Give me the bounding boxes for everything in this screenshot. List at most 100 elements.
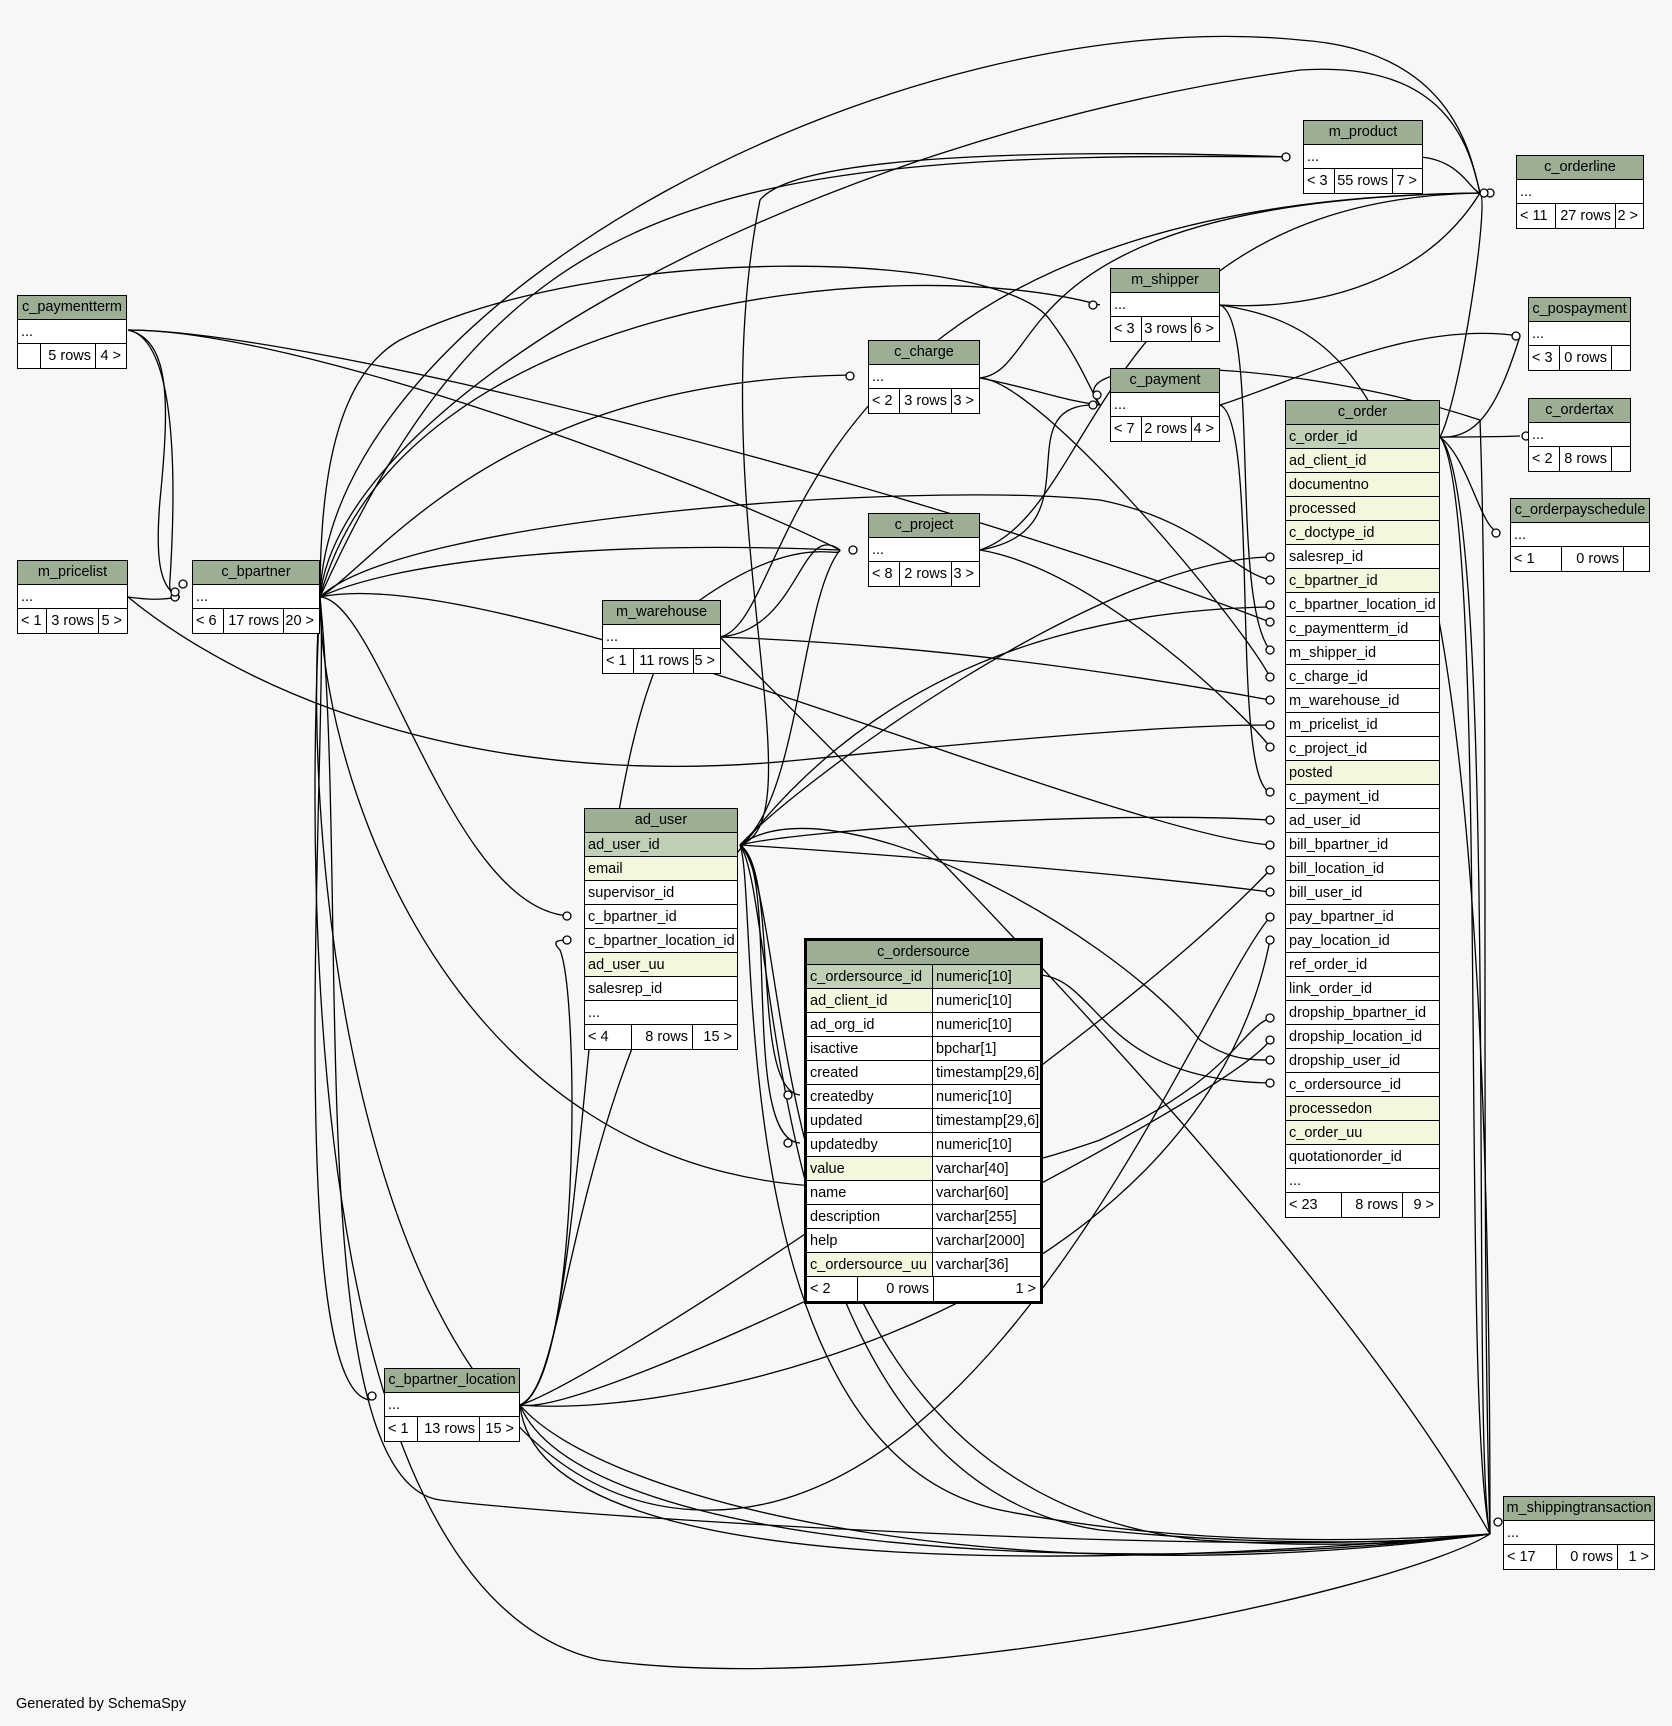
- table-c-charge[interactable]: c_charge ... < 2 3 rows 3 >: [868, 340, 980, 414]
- table-title: c_payment: [1111, 369, 1219, 393]
- table-row: ...: [193, 585, 319, 609]
- table-row: ...: [1111, 293, 1219, 317]
- table-title: m_shipper: [1111, 269, 1219, 293]
- table-c-order[interactable]: c_order c_order_id ad_client_id document…: [1285, 400, 1440, 1218]
- table-row: c_charge_id: [1286, 665, 1439, 689]
- table-title: c_bpartner_location: [385, 1369, 519, 1393]
- table-row: ad_user_id: [1286, 809, 1439, 833]
- table-row: ...: [585, 1001, 737, 1025]
- table-row: ...: [1529, 322, 1630, 346]
- table-c-orderpayschedule[interactable]: c_orderpayschedule ... < 1 0 rows: [1510, 498, 1650, 572]
- table-row: c_bpartner_location_id: [585, 929, 737, 953]
- table-row: dropship_bpartner_id: [1286, 1001, 1439, 1025]
- table-row: c_bpartner_id: [1286, 569, 1439, 593]
- table-m-pricelist[interactable]: m_pricelist ... < 1 3 rows 5 >: [17, 560, 128, 634]
- table-row: c_order_uu: [1286, 1121, 1439, 1145]
- table-footer: 5 rows 4 >: [18, 344, 126, 368]
- table-title: c_project: [869, 514, 979, 538]
- table-m-shipper[interactable]: m_shipper ... < 3 3 rows 6 >: [1110, 268, 1220, 342]
- table-m-warehouse[interactable]: m_warehouse ... < 1 11 rows 5 >: [602, 600, 721, 674]
- table-row: c_bpartner_location_id: [1286, 593, 1439, 617]
- table-row: ref_order_id: [1286, 953, 1439, 977]
- table-c-bpartner-location[interactable]: c_bpartner_location ... < 1 13 rows 15 >: [384, 1368, 520, 1442]
- table-footer: < 1 11 rows 5 >: [603, 649, 720, 673]
- table-footer: < 3 3 rows 6 >: [1111, 317, 1219, 341]
- table-m-product[interactable]: m_product ... < 3 55 rows 7 >: [1303, 120, 1423, 194]
- table-title: m_warehouse: [603, 601, 720, 625]
- table-row: bill_location_id: [1286, 857, 1439, 881]
- table-row: quotationorder_id: [1286, 1145, 1439, 1169]
- table-row: email: [585, 857, 737, 881]
- table-footer: < 3 55 rows 7 >: [1304, 169, 1422, 193]
- table-footer: < 11 27 rows 2 >: [1517, 204, 1643, 228]
- table-row: c_paymentterm_id: [1286, 617, 1439, 641]
- table-row: ...: [1504, 1521, 1654, 1545]
- table-row: link_order_id: [1286, 977, 1439, 1001]
- table-c-orderline[interactable]: c_orderline ... < 11 27 rows 2 >: [1516, 155, 1644, 229]
- table-row: c_payment_id: [1286, 785, 1439, 809]
- table-title: c_orderpayschedule: [1511, 499, 1649, 523]
- table-row: m_warehouse_id: [1286, 689, 1439, 713]
- table-title: c_order: [1286, 401, 1439, 425]
- table-row: dropship_location_id: [1286, 1025, 1439, 1049]
- table-row: c_project_id: [1286, 737, 1439, 761]
- table-row: ...: [18, 585, 127, 609]
- table-row: salesrep_id: [1286, 545, 1439, 569]
- table-row: ...: [1111, 393, 1219, 417]
- table-row: processedon: [1286, 1097, 1439, 1121]
- table-footer: < 17 0 rows 1 >: [1504, 1545, 1654, 1569]
- table-footer: < 6 17 rows 20 >: [193, 609, 319, 633]
- table-footer: < 1 3 rows 5 >: [18, 609, 127, 633]
- table-row: m_shipper_id: [1286, 641, 1439, 665]
- table-row: m_pricelist_id: [1286, 713, 1439, 737]
- table-title: ad_user: [585, 809, 737, 833]
- table-m-shippingtransaction[interactable]: m_shippingtransaction ... < 17 0 rows 1 …: [1503, 1496, 1655, 1570]
- table-footer: < 8 2 rows 3 >: [869, 562, 979, 586]
- table-title: c_bpartner: [193, 561, 319, 585]
- table-c-ordertax[interactable]: c_ordertax ... < 2 8 rows: [1528, 398, 1631, 472]
- table-c-pospayment[interactable]: c_pospayment ... < 3 0 rows: [1528, 297, 1631, 371]
- table-title: c_orderline: [1517, 156, 1643, 180]
- table-footer: < 1 0 rows: [1511, 547, 1649, 571]
- table-title: c_ordertax: [1529, 399, 1630, 423]
- table-row: ad_user_uu: [585, 953, 737, 977]
- table-c-paymentterm[interactable]: c_paymentterm ... 5 rows 4 >: [17, 295, 127, 369]
- table-row: ...: [869, 365, 979, 389]
- table-row: ...: [1517, 180, 1643, 204]
- table-row: dropship_user_id: [1286, 1049, 1439, 1073]
- table-title: c_ordersource: [807, 941, 1040, 965]
- table-row: processed: [1286, 497, 1439, 521]
- table-title: c_charge: [869, 341, 979, 365]
- table-ad-user[interactable]: ad_user ad_user_id email supervisor_id c…: [584, 808, 738, 1050]
- table-row: c_order_id: [1286, 425, 1439, 449]
- table-row: ...: [18, 320, 126, 344]
- table-c-payment[interactable]: c_payment ... < 7 2 rows 4 >: [1110, 368, 1220, 442]
- table-footer: < 1 13 rows 15 >: [385, 1417, 519, 1441]
- table-row: bill_user_id: [1286, 881, 1439, 905]
- table-footer: < 23 8 rows 9 >: [1286, 1193, 1439, 1217]
- table-footer: < 2 3 rows 3 >: [869, 389, 979, 413]
- table-row: posted: [1286, 761, 1439, 785]
- table-row: c_doctype_id: [1286, 521, 1439, 545]
- table-row: ad_client_id: [1286, 449, 1439, 473]
- table-c-bpartner[interactable]: c_bpartner ... < 6 17 rows 20 >: [192, 560, 320, 634]
- table-row: ...: [1511, 523, 1649, 547]
- table-c-project[interactable]: c_project ... < 8 2 rows 3 >: [868, 513, 980, 587]
- table-row: bill_bpartner_id: [1286, 833, 1439, 857]
- table-row: pay_bpartner_id: [1286, 905, 1439, 929]
- table-row: salesrep_id: [585, 977, 737, 1001]
- table-row: documentno: [1286, 473, 1439, 497]
- generated-by-label: Generated by SchemaSpy: [16, 1696, 187, 1712]
- table-row: ...: [1286, 1169, 1439, 1193]
